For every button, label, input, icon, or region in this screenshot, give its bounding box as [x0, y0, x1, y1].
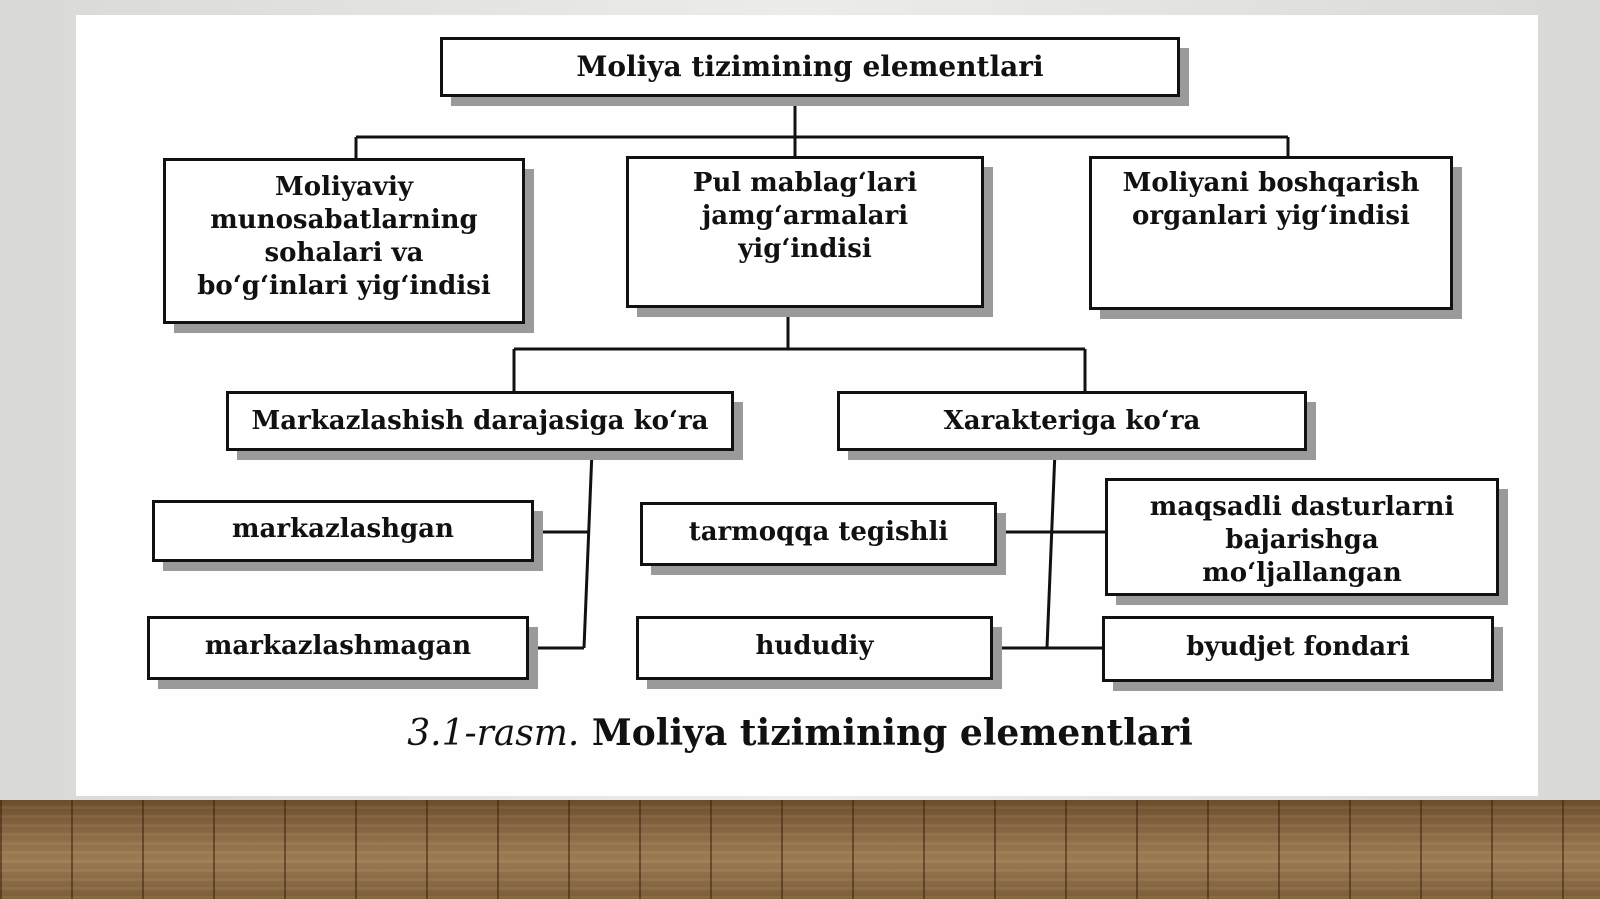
root-node: Moliya tizimining elementlari: [440, 37, 1180, 97]
node-label: Xarakteriga ko‘ra: [943, 406, 1201, 436]
node-label-line: munosabatlarning: [210, 205, 478, 235]
node-label-line: sohalari va: [264, 238, 424, 268]
node-label: markazlashgan: [232, 514, 454, 544]
node-label: markazlashmagan: [204, 631, 472, 661]
node-label-line: Moliyaviy: [275, 172, 413, 202]
node-by-character: Xarakteriga ko‘ra: [837, 391, 1307, 451]
node-monetary-funds: Pul mablag‘lari jamg‘armalari yig‘indisi: [626, 156, 984, 308]
node-financial-relations: Moliyaviy munosabatlarning sohalari va b…: [163, 158, 525, 324]
node-label-line: Moliyani boshqarish: [1122, 168, 1420, 198]
node-label-line: mo‘ljallangan: [1202, 558, 1402, 588]
node-label-line: bo‘g‘inlari yig‘indisi: [197, 271, 491, 301]
node-label: tarmoqqa tegishli: [688, 517, 949, 547]
node-label: Markazlashish darajasiga ko‘ra: [251, 406, 709, 436]
figure-title: Moliya tizimining elementlari: [591, 712, 1193, 754]
figure-caption: 3.1-rasm. Moliya tizimining elementlari: [0, 712, 1600, 754]
node-targeted-programs: maqsadli dasturlarni bajarishga mo‘ljall…: [1105, 478, 1499, 596]
node-label-line: Pul mablag‘lari: [692, 168, 918, 198]
node-decentralized: markazlashmagan: [147, 616, 529, 680]
wooden-floor: [0, 800, 1600, 899]
node-by-centralization: Markazlashish darajasiga ko‘ra: [226, 391, 734, 451]
figure-number: 3.1-rasm.: [407, 713, 580, 754]
node-label: byudjet fondari: [1186, 632, 1410, 662]
root-node-label: Moliya tizimining elementlari: [576, 50, 1044, 83]
node-label-line: jamg‘armalari: [701, 201, 909, 231]
node-centralized: markazlashgan: [152, 500, 534, 562]
node-label-line: bajarishga: [1225, 525, 1379, 555]
node-sectoral: tarmoqqa tegishli: [640, 502, 997, 566]
node-budget-funds: byudjet fondari: [1102, 616, 1494, 682]
node-regional: hududiy: [636, 616, 993, 680]
node-label: hududiy: [755, 631, 874, 661]
node-label-line: organlari yig‘indisi: [1132, 201, 1410, 231]
node-management-bodies: Moliyani boshqarish organlari yig‘indisi: [1089, 156, 1453, 310]
node-label-line: yig‘indisi: [738, 234, 872, 264]
node-label-line: maqsadli dasturlarni: [1149, 492, 1455, 522]
